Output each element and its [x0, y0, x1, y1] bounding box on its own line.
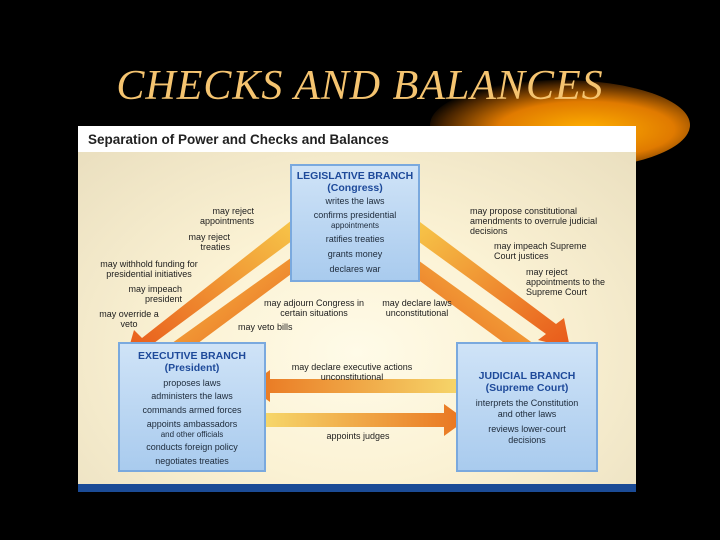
check-label: may withhold funding for presidential in… [100, 259, 198, 279]
check-label: may propose constitutional amendments to… [470, 206, 598, 236]
arrow-jud-to-exec [248, 370, 460, 402]
legislative-branch-name: LEGISLATIVE BRANCH [296, 170, 414, 182]
arrow-leg-to-exec [126, 220, 304, 358]
slide-title: CHECKS AND BALANCES [116, 63, 604, 109]
legislative-power: grants money [327, 249, 383, 259]
legislative-power: writes the laws [325, 196, 385, 206]
executive-power: commands armed forces [142, 405, 242, 415]
executive-power: administers the laws [151, 391, 233, 401]
legislative-power: declares war [329, 264, 381, 274]
arrow-exec-to-jud [266, 404, 466, 436]
check-label: may reject treaties [188, 232, 230, 252]
judicial-power: interprets the Constitution [475, 398, 579, 408]
check-label: may impeach president [128, 284, 182, 304]
executive-branch-sub: (President) [164, 362, 220, 374]
check-label: may veto bills [238, 322, 293, 332]
diagram-title: Separation of Power and Checks and Balan… [88, 132, 389, 147]
arrow-leg-to-jud [408, 222, 570, 348]
judicial-power: reviews lower-court [488, 424, 566, 434]
check-label: appoints judges [326, 431, 390, 441]
legislative-branch-box: LEGISLATIVE BRANCH (Congress) writes the… [290, 164, 420, 282]
arrow-exec-to-leg [168, 238, 324, 358]
executive-power: appoints ambassadors [146, 419, 238, 429]
check-label: may impeach Supreme Court justices [494, 241, 587, 261]
legislative-power: ratifies treaties [325, 234, 385, 244]
executive-power: negotiates treaties [155, 456, 229, 466]
executive-branch-name: EXECUTIVE BRANCH [138, 350, 246, 362]
check-label: may declare laws unconstitutional [382, 298, 452, 318]
legislative-power: appointments [330, 221, 380, 230]
check-label: may override a veto [99, 309, 159, 329]
executive-power: proposes laws [163, 378, 221, 388]
legislative-power: confirms presidential [313, 210, 397, 220]
check-label: may declare executive actions unconstitu… [291, 362, 413, 382]
executive-power: and other officials [160, 430, 224, 439]
executive-power: conducts foreign policy [146, 442, 238, 452]
judicial-branch-sub: (Supreme Court) [485, 382, 569, 394]
executive-branch-box: EXECUTIVE BRANCH (President) proposes la… [118, 342, 266, 472]
judicial-branch-box: JUDICIAL BRANCH (Supreme Court) interpre… [456, 342, 598, 472]
check-label: may reject appointments [199, 206, 254, 226]
check-label: may reject appointments to the Supreme C… [526, 267, 606, 297]
judicial-power: and other laws [497, 409, 557, 419]
judicial-power: decisions [508, 435, 546, 445]
judicial-branch-name: JUDICIAL BRANCH [478, 370, 576, 382]
diagram-panel: Separation of Power and Checks and Balan… [78, 126, 636, 492]
panel-bottom-bar [78, 484, 636, 492]
legislative-branch-sub: (Congress) [327, 182, 383, 194]
check-label: may adjourn Congress in certain situatio… [263, 298, 365, 318]
